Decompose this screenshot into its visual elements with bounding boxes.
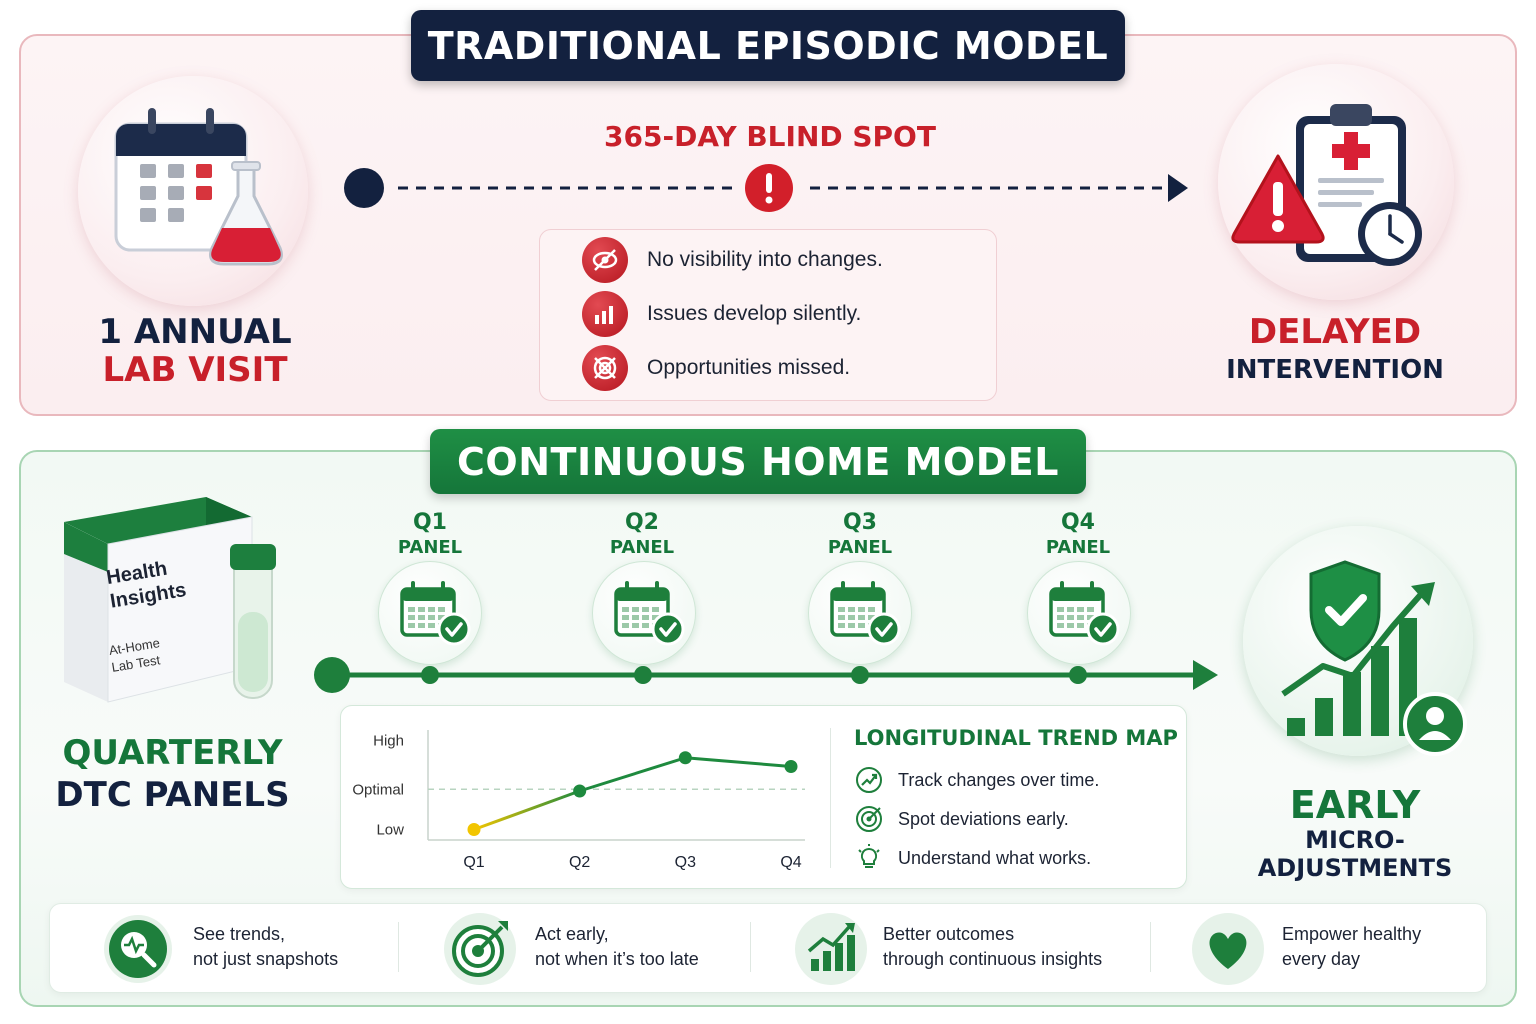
growth-chart-icon xyxy=(795,913,867,985)
trend-point-text: Track changes over time. xyxy=(898,769,1100,790)
annual-label-line1: 1 ANNUAL xyxy=(98,312,292,352)
issue-row: No visibility into changes. xyxy=(540,236,883,284)
quarterly-label-line2: DTC PANELS xyxy=(55,775,290,815)
delayed-intervention-icon xyxy=(1218,64,1454,300)
benefit-divider xyxy=(398,922,399,972)
home-test-kit: Health Insights At-Home Lab Test xyxy=(56,492,286,707)
target-arrow-icon xyxy=(444,913,516,985)
target-crossed-icon xyxy=(582,345,628,391)
data-point xyxy=(467,823,481,836)
warning-icon xyxy=(745,164,793,212)
data-point xyxy=(678,751,692,765)
benefit-text: Act early,not when it’s too late xyxy=(535,924,699,969)
trend-map-title: LONGITUDINAL TREND MAP xyxy=(854,726,1178,750)
data-point xyxy=(573,784,587,798)
early-label-line2: MICRO-ADJUSTMENTS xyxy=(1257,826,1453,882)
early-adjustments-icon xyxy=(1243,526,1473,756)
timeline-start-dot xyxy=(314,657,350,693)
x-tick-label: Q3 xyxy=(675,854,696,871)
timeline-q2-dot xyxy=(634,666,652,684)
issue-text: Issues develop silently. xyxy=(647,302,862,325)
timeline-q4-dot xyxy=(1069,666,1087,684)
trend-point: Track changes over time. xyxy=(854,765,1099,795)
blind-spot-timeline xyxy=(344,164,1188,212)
trend-point-text: Spot deviations early. xyxy=(898,808,1069,829)
lab-visit-icon xyxy=(78,76,308,306)
traditional-model-title: TRADITIONAL EPISODIC MODEL xyxy=(411,10,1125,81)
bar-chart-icon xyxy=(582,291,628,337)
data-point xyxy=(784,760,798,773)
timeline-arrowhead xyxy=(1193,660,1218,690)
series-segment xyxy=(685,756,792,768)
delayed-label-line2: INTERVENTION xyxy=(1226,355,1444,385)
heart-icon xyxy=(1192,913,1264,985)
y-tick-label: High xyxy=(373,732,404,749)
issue-row: Opportunities missed. xyxy=(540,344,850,392)
series-segment xyxy=(579,756,686,793)
benefit-divider xyxy=(1150,922,1151,972)
early-label-line1: EARLY xyxy=(1289,783,1421,827)
trend-point-text: Understand what works. xyxy=(898,847,1092,868)
trend-up-icon xyxy=(856,767,882,793)
issue-text: Opportunities missed. xyxy=(647,356,851,379)
x-tick-label: Q2 xyxy=(569,854,590,871)
issue-text: No visibility into changes. xyxy=(647,248,883,271)
eye-slash-icon xyxy=(582,237,628,283)
annual-label-line2: LAB VISIT xyxy=(102,350,288,390)
timeline-arrowhead xyxy=(1168,174,1188,202)
timeline-q3-dot xyxy=(851,666,869,684)
quarterly-label-line1: QUARTERLY xyxy=(62,733,283,773)
y-tick-label: Optimal xyxy=(352,781,404,798)
issue-row: Issues develop silently. xyxy=(540,290,861,338)
x-tick-label: Q1 xyxy=(463,854,484,871)
target-icon xyxy=(856,806,882,832)
issues-box: No visibility into changes. Issues devel… xyxy=(539,229,997,401)
lightbulb-icon xyxy=(858,844,880,868)
trend-divider xyxy=(830,728,831,868)
trend-point: Understand what works. xyxy=(854,843,1091,873)
trend-point: Spot deviations early. xyxy=(854,804,1069,834)
trend-map-box xyxy=(340,705,1187,889)
x-tick-label: Q4 xyxy=(780,854,801,871)
continuous-model-title: CONTINUOUS HOME MODEL xyxy=(430,429,1086,494)
benefit-text: See trends,not just snapshots xyxy=(193,924,339,969)
y-tick-label: Low xyxy=(376,822,404,839)
delayed-label-line1: DELAYED xyxy=(1248,312,1422,352)
benefit-divider xyxy=(750,922,751,972)
blind-spot-label: 365-DAY BLIND SPOT xyxy=(604,120,936,153)
timeline-q1-dot xyxy=(421,666,439,684)
magnifier-pulse-icon xyxy=(104,915,172,983)
quarterly-timeline xyxy=(314,657,1218,693)
series-segment xyxy=(473,789,581,831)
timeline-start-dot xyxy=(344,168,384,208)
